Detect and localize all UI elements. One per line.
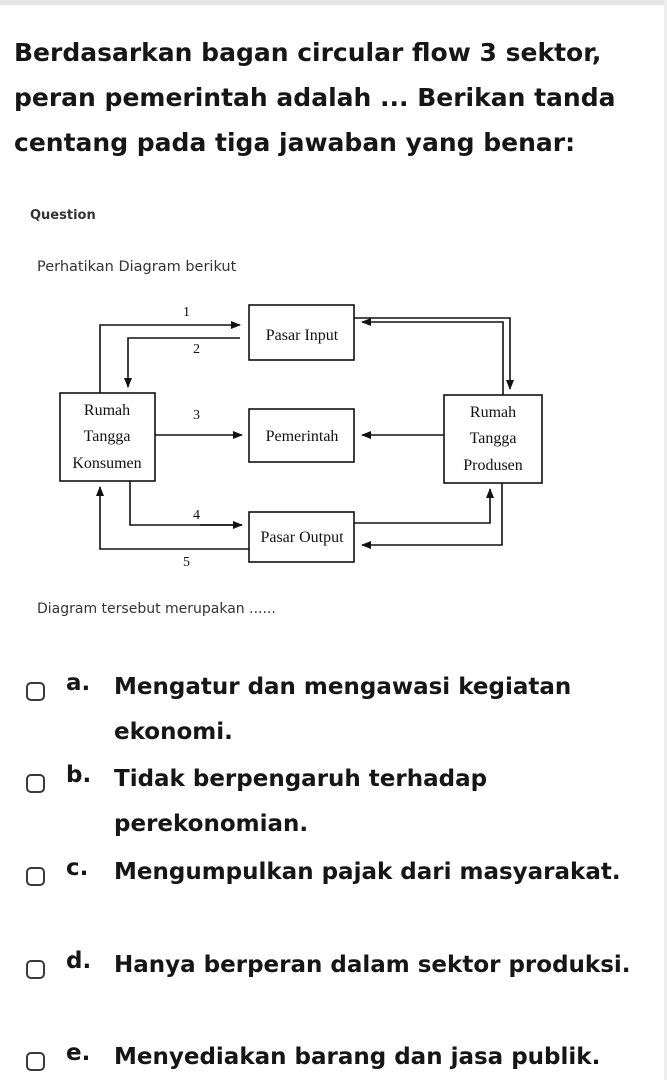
flow-number-5: 5 (183, 555, 190, 570)
konsumen-label-line2: Tangga (84, 428, 131, 445)
flow-produsen-to-pasar-output (361, 483, 503, 549)
flow-produsen-to-pasar-input (361, 318, 504, 395)
option-text-a: Mengatur dan mengawasi kegiatan ekonomi. (114, 674, 572, 745)
image-instruction: Perhatikan Diagram berikut (37, 259, 237, 275)
image-section-label: Question (30, 208, 96, 223)
option-letter-b: b. (66, 762, 92, 788)
option-letter-d: d. (66, 948, 92, 974)
option-text-c: Mengumpulkan pajak dari masyarakat. (114, 859, 621, 885)
checkbox-a[interactable] (26, 682, 45, 701)
flow-pasar-input-to-produsen (354, 317, 514, 390)
pasar-output-box (248, 511, 355, 563)
circular-flow-diagram: Pasar Input Pemerintah Pasar Output Ruma… (59, 304, 543, 570)
rumah-tangga-produsen-box (443, 394, 543, 484)
pemerintah-label: Pemerintah (266, 428, 339, 445)
pasar-input-label: Pasar Input (266, 327, 339, 344)
produsen-label-line2: Tangga (470, 430, 517, 447)
flow-arrow-4 (129, 481, 242, 526)
konsumen-label-line3: Konsumen (72, 455, 141, 472)
question-text: Berdasarkan bagan circular flow 3 sektor… (14, 38, 616, 157)
rumah-tangga-konsumen-box (59, 392, 156, 482)
option-letter-e: e. (66, 1040, 91, 1066)
flow-number-4: 4 (193, 508, 200, 523)
flow-number-2: 2 (193, 342, 200, 357)
flow-arrow-2 (124, 337, 240, 388)
pasar-output-label: Pasar Output (260, 529, 344, 546)
flow-arrow-1 (99, 321, 241, 393)
produsen-label-line1: Rumah (470, 404, 516, 421)
checkbox-b[interactable] (26, 774, 45, 793)
top-divider (0, 0, 667, 5)
produsen-label-line3: Produsen (463, 457, 523, 474)
option-text-e: Menyediakan barang dan jasa publik. (114, 1044, 601, 1070)
flow-pasar-output-to-produsen (354, 488, 494, 524)
flow-number-1: 1 (183, 305, 190, 320)
option-letter-a: a. (66, 670, 91, 696)
konsumen-label-line1: Rumah (84, 402, 130, 419)
checkbox-d[interactable] (26, 960, 45, 979)
flow-number-3: 3 (193, 408, 200, 423)
checkbox-e[interactable] (26, 1052, 45, 1071)
option-text-b: Tidak berpengaruh terhadap perekonomian. (114, 766, 488, 837)
option-letter-c: c. (66, 855, 89, 881)
option-text-d: Hanya berperan dalam sektor produksi. (114, 952, 631, 978)
pasar-input-box (248, 304, 355, 361)
pemerintah-box (248, 408, 355, 463)
right-edge-divider (664, 0, 667, 1080)
flow-arrow-5 (96, 486, 249, 550)
image-caption: Diagram tersebut merupakan ...... (37, 601, 276, 617)
checkbox-c[interactable] (26, 867, 45, 886)
